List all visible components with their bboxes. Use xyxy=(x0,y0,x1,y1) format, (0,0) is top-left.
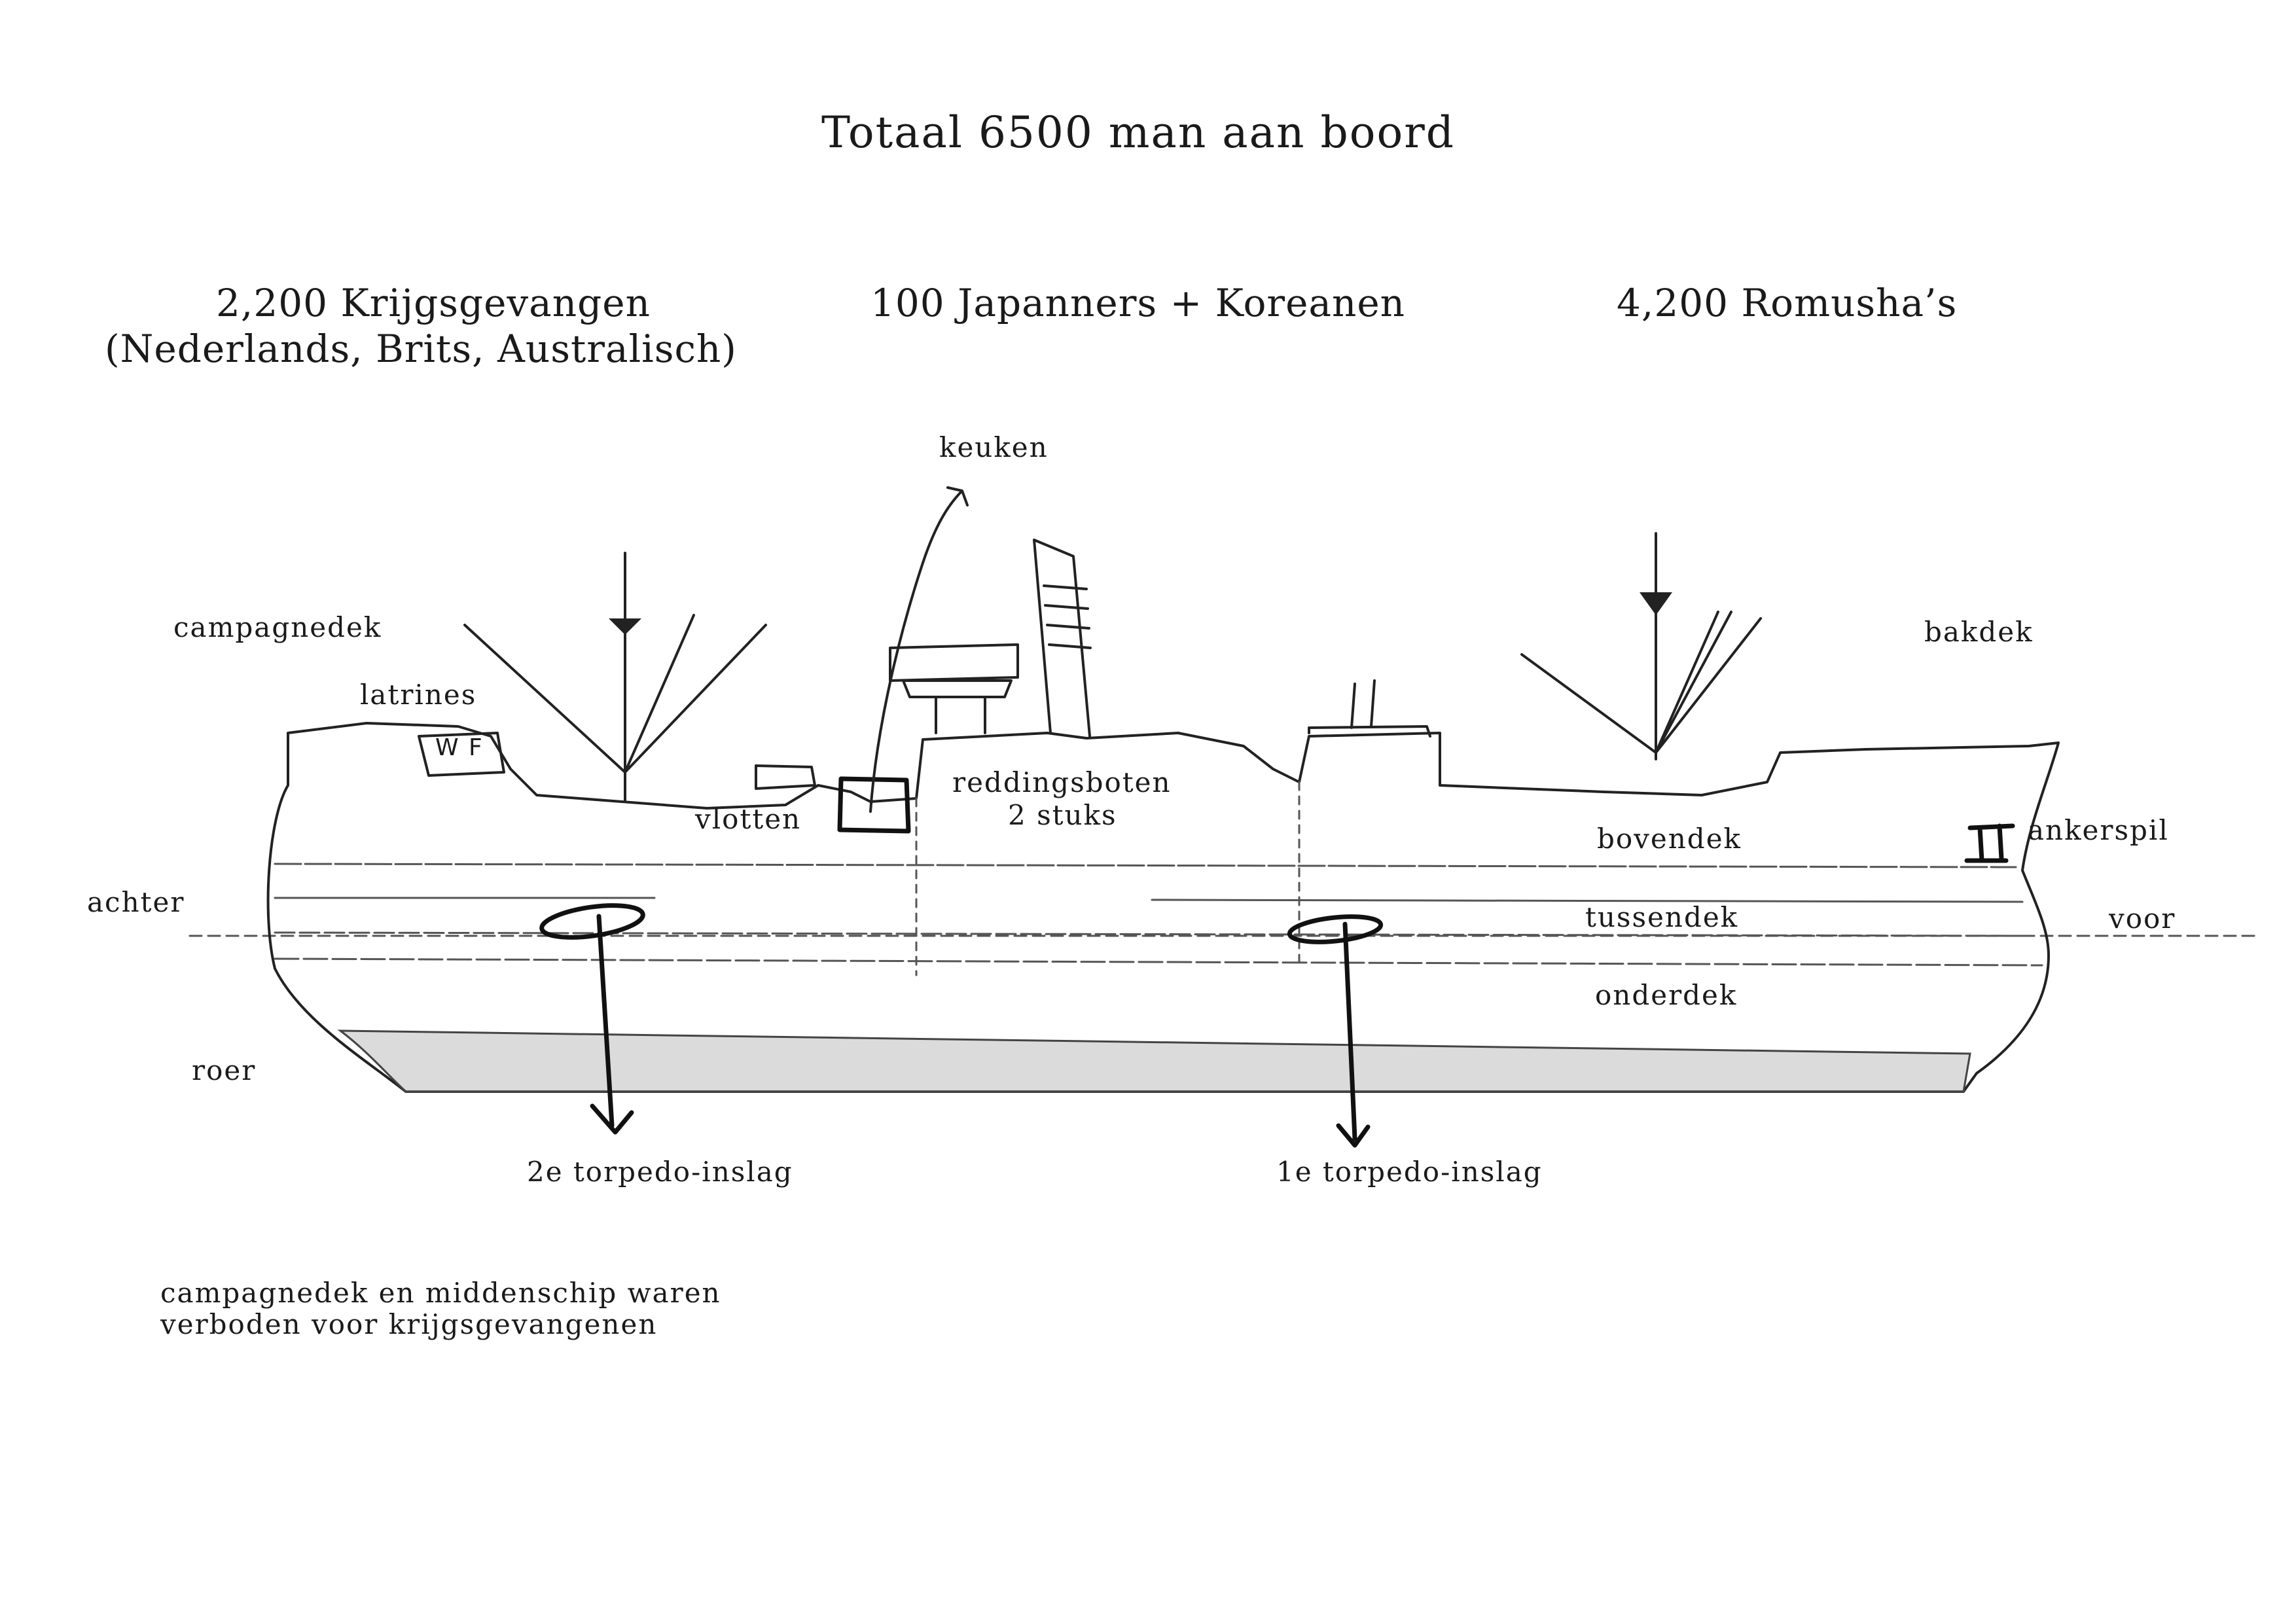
label-achter: achter xyxy=(87,886,185,918)
torpedo-arrow-2 xyxy=(590,914,634,1135)
note-line1: campagnedek en middenschip waren xyxy=(160,1277,721,1309)
latrines-box xyxy=(418,732,505,777)
deck-line-tussendek xyxy=(274,931,2024,937)
label-reddingsboten-2: 2 stuks xyxy=(1008,799,1117,831)
deck-line-tussendek-top xyxy=(274,897,2024,903)
torpedo-arrow-1 xyxy=(1336,921,1371,1148)
label-vlotten: vlotten xyxy=(695,803,802,835)
bulkhead-mid xyxy=(915,781,1300,976)
label-torpedo-2: 2e torpedo-inslag xyxy=(527,1156,793,1188)
fore-mast xyxy=(1520,532,1762,760)
label-voor: voor xyxy=(2109,902,2176,935)
label-onderdek: onderdek xyxy=(1595,979,1738,1011)
funnel xyxy=(1033,539,1092,738)
label-ankerspil: ankerspil xyxy=(2028,814,2169,846)
raft xyxy=(755,764,816,790)
note-line2: verboden voor krijgsgevangenen xyxy=(160,1308,658,1340)
label-torpedo-1: 1e torpedo-inslag xyxy=(1276,1156,1543,1188)
aft-mast xyxy=(463,552,767,803)
label-bakdek: bakdek xyxy=(1924,616,2034,648)
keel-shading xyxy=(337,1029,1971,1093)
hull-outline xyxy=(266,722,2060,1093)
group-japanese: 100 Japanners + Koreanen xyxy=(870,281,1406,325)
latrine-mark: W F xyxy=(435,734,484,761)
label-campagnedek: campagnedek xyxy=(173,611,382,643)
label-bovendek: bovendek xyxy=(1597,823,1742,855)
label-tussendek: tussendek xyxy=(1585,901,1739,933)
label-latrines: latrines xyxy=(360,679,477,711)
torpedo-hit-2 xyxy=(539,903,645,940)
fore-mast-head xyxy=(1640,592,1672,615)
ankerspil-mark xyxy=(1964,823,2015,863)
group-pow-line2: (Nederlands, Brits, Australisch) xyxy=(105,327,737,371)
midship-house xyxy=(1308,679,1431,738)
aft-mast-head xyxy=(609,618,641,635)
group-pow-line1: 2,200 Krijgsgevangen xyxy=(216,281,651,325)
label-keuken: keuken xyxy=(939,431,1049,463)
lifeboats xyxy=(889,643,1019,734)
label-roer: roer xyxy=(192,1054,257,1086)
kitchen-arrow xyxy=(869,486,969,813)
deck-line-onderdek xyxy=(274,957,2043,967)
page-title: Totaal 6500 man aan boord xyxy=(821,107,1456,158)
label-reddingsboten-1: reddingsboten xyxy=(952,766,1172,798)
kitchen-box xyxy=(837,776,911,834)
group-romusha: 4,200 Romusha’s xyxy=(1617,281,1958,325)
deck-line-bovendek xyxy=(274,863,2017,868)
torpedo-hit-1 xyxy=(1287,914,1384,944)
